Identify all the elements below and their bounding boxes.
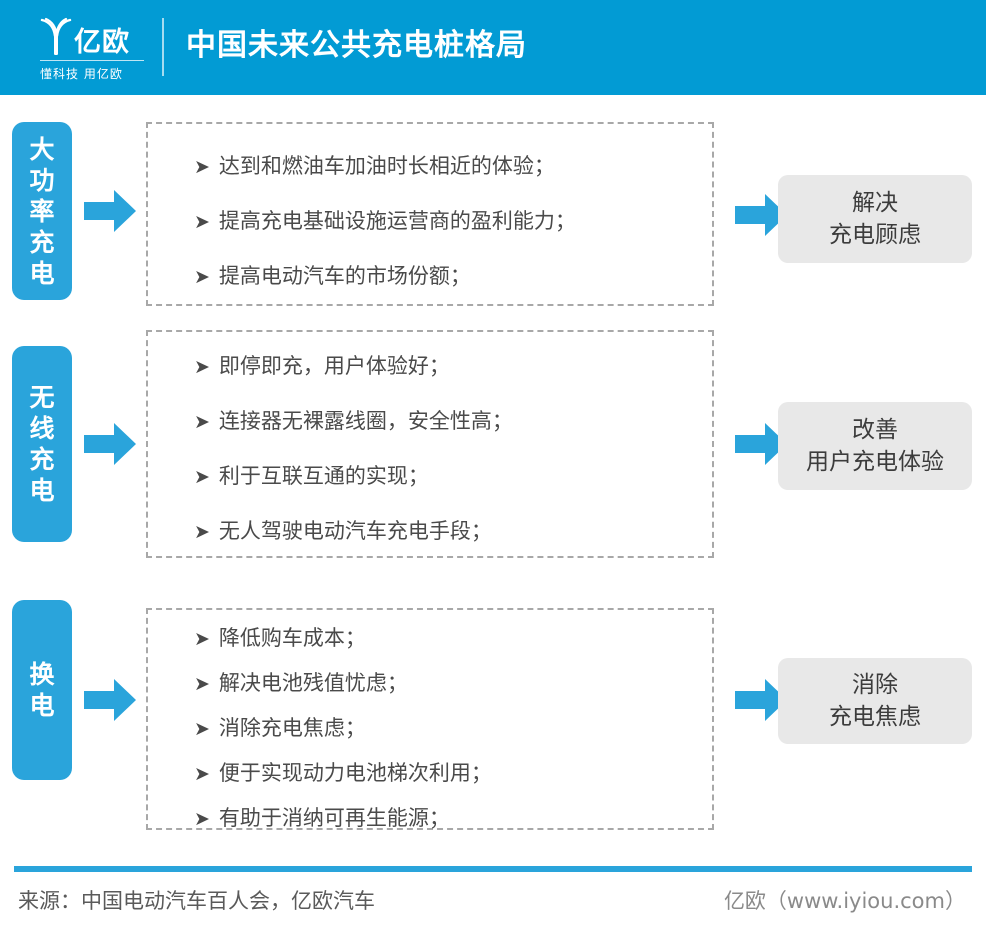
list-item: ➤ 便于实现动力电池梯次利用； (194, 757, 712, 787)
header-vertical-divider (162, 18, 164, 76)
list-item: ➤ 提高电动汽车的市场份额； (194, 260, 712, 290)
result-box-3: 消除 充电焦虑 (778, 658, 972, 744)
result-line-1: 解决 (852, 190, 898, 216)
arrowhead-bullet-icon: ➤ (194, 718, 210, 740)
flow-arrow-3 (84, 679, 136, 721)
category-box-3: 换电 (12, 600, 72, 780)
benefits-list-2: ➤ 即停即充，用户体验好； ➤ 连接器无裸露线圈，安全性高； ➤ 利于互联互通的… (148, 332, 712, 545)
bullet-text: 降低购车成本； (218, 626, 366, 650)
arrowhead-bullet-icon: ➤ (194, 356, 210, 378)
benefits-list-3: ➤ 降低购车成本； ➤ 解决电池残值忧虑； ➤ 消除充电焦虑； ➤ 便于实现动力… (148, 610, 712, 832)
yiou-sprout-logo-icon (40, 16, 72, 56)
list-item: ➤ 利于互联互通的实现； (194, 460, 712, 490)
bullet-text: 提高电动汽车的市场份额； (218, 264, 471, 288)
arrowhead-bullet-icon: ➤ (194, 808, 210, 830)
brand-name: 亿欧 (74, 27, 130, 58)
footer-divider (14, 866, 972, 872)
list-item: ➤ 即停即充，用户体验好； (194, 350, 712, 380)
benefits-list-1: ➤ 达到和燃油车加油时长相近的体验； ➤ 提高充电基础设施运营商的盈利能力； ➤… (148, 124, 712, 290)
arrowhead-bullet-icon: ➤ (194, 211, 210, 233)
arrowhead-bullet-icon: ➤ (194, 266, 210, 288)
list-item: ➤ 提高充电基础设施运营商的盈利能力； (194, 205, 712, 235)
list-item: ➤ 达到和燃油车加油时长相近的体验； (194, 150, 712, 180)
bullet-text: 有助于消纳可再生能源； (218, 806, 450, 830)
benefits-box-3: ➤ 降低购车成本； ➤ 解决电池残值忧虑； ➤ 消除充电焦虑； ➤ 便于实现动力… (146, 608, 714, 830)
arrowhead-bullet-icon: ➤ (194, 628, 210, 650)
list-item: ➤ 有助于消纳可再生能源； (194, 802, 712, 832)
list-item: ➤ 消除充电焦虑； (194, 712, 712, 742)
bullet-text: 消除充电焦虑； (218, 716, 366, 740)
bullet-text: 利于互联互通的实现； (218, 464, 429, 488)
category-label-1: 大功率充电 (29, 134, 55, 288)
result-line-1: 消除 (852, 672, 898, 698)
bullet-text: 便于实现动力电池梯次利用； (218, 761, 492, 785)
logo-divider (40, 60, 144, 61)
result-line-2: 用户充电体验 (806, 449, 944, 475)
list-item: ➤ 解决电池残值忧虑； (194, 667, 712, 697)
result-line-1: 改善 (852, 417, 898, 443)
arrowhead-bullet-icon: ➤ (194, 411, 210, 433)
flow-arrow-2 (84, 423, 136, 465)
page-title: 中国未来公共充电桩格局 (186, 28, 527, 63)
benefits-box-1: ➤ 达到和燃油车加油时长相近的体验； ➤ 提高充电基础设施运营商的盈利能力； ➤… (146, 122, 714, 306)
arrowhead-bullet-icon: ➤ (194, 466, 210, 488)
bullet-text: 提高充电基础设施运营商的盈利能力； (218, 209, 576, 233)
bullet-text: 解决电池残值忧虑； (218, 671, 408, 695)
source-note: 来源：中国电动汽车百人会，亿欧汽车 (18, 889, 375, 913)
page-header: 亿欧 懂科技 用亿欧 中国未来公共充电桩格局 (0, 0, 986, 95)
arrowhead-bullet-icon: ➤ (194, 156, 210, 178)
result-arrow-2 (735, 423, 787, 465)
category-label-3: 换电 (29, 660, 55, 720)
category-label-2: 无线充电 (29, 383, 55, 505)
list-item: ➤ 无人驾驶电动汽车充电手段； (194, 515, 712, 545)
bullet-text: 连接器无裸露线圈，安全性高； (218, 409, 513, 433)
brand-logo: 亿欧 懂科技 用亿欧 (40, 14, 150, 82)
flow-arrow-1 (84, 190, 136, 232)
bullet-text: 达到和燃油车加油时长相近的体验； (218, 154, 555, 178)
site-credit: 亿欧（www.iyiou.com） (723, 889, 966, 913)
list-item: ➤ 连接器无裸露线圈，安全性高； (194, 405, 712, 435)
category-box-2: 无线充电 (12, 346, 72, 542)
bullet-text: 无人驾驶电动汽车充电手段； (218, 519, 492, 543)
arrowhead-bullet-icon: ➤ (194, 521, 210, 543)
result-box-2: 改善 用户充电体验 (778, 402, 972, 490)
arrowhead-bullet-icon: ➤ (194, 673, 210, 695)
result-line-2: 充电顾虑 (829, 222, 921, 248)
result-box-1: 解决 充电顾虑 (778, 175, 972, 263)
list-item: ➤ 降低购车成本； (194, 622, 712, 652)
benefits-box-2: ➤ 即停即充，用户体验好； ➤ 连接器无裸露线圈，安全性高； ➤ 利于互联互通的… (146, 330, 714, 558)
bullet-text: 即停即充，用户体验好； (218, 354, 450, 378)
result-arrow-1 (735, 194, 787, 236)
result-line-2: 充电焦虑 (829, 704, 921, 730)
arrowhead-bullet-icon: ➤ (194, 763, 210, 785)
brand-tagline: 懂科技 用亿欧 (40, 67, 123, 81)
result-arrow-3 (735, 679, 787, 721)
category-box-1: 大功率充电 (12, 122, 72, 300)
